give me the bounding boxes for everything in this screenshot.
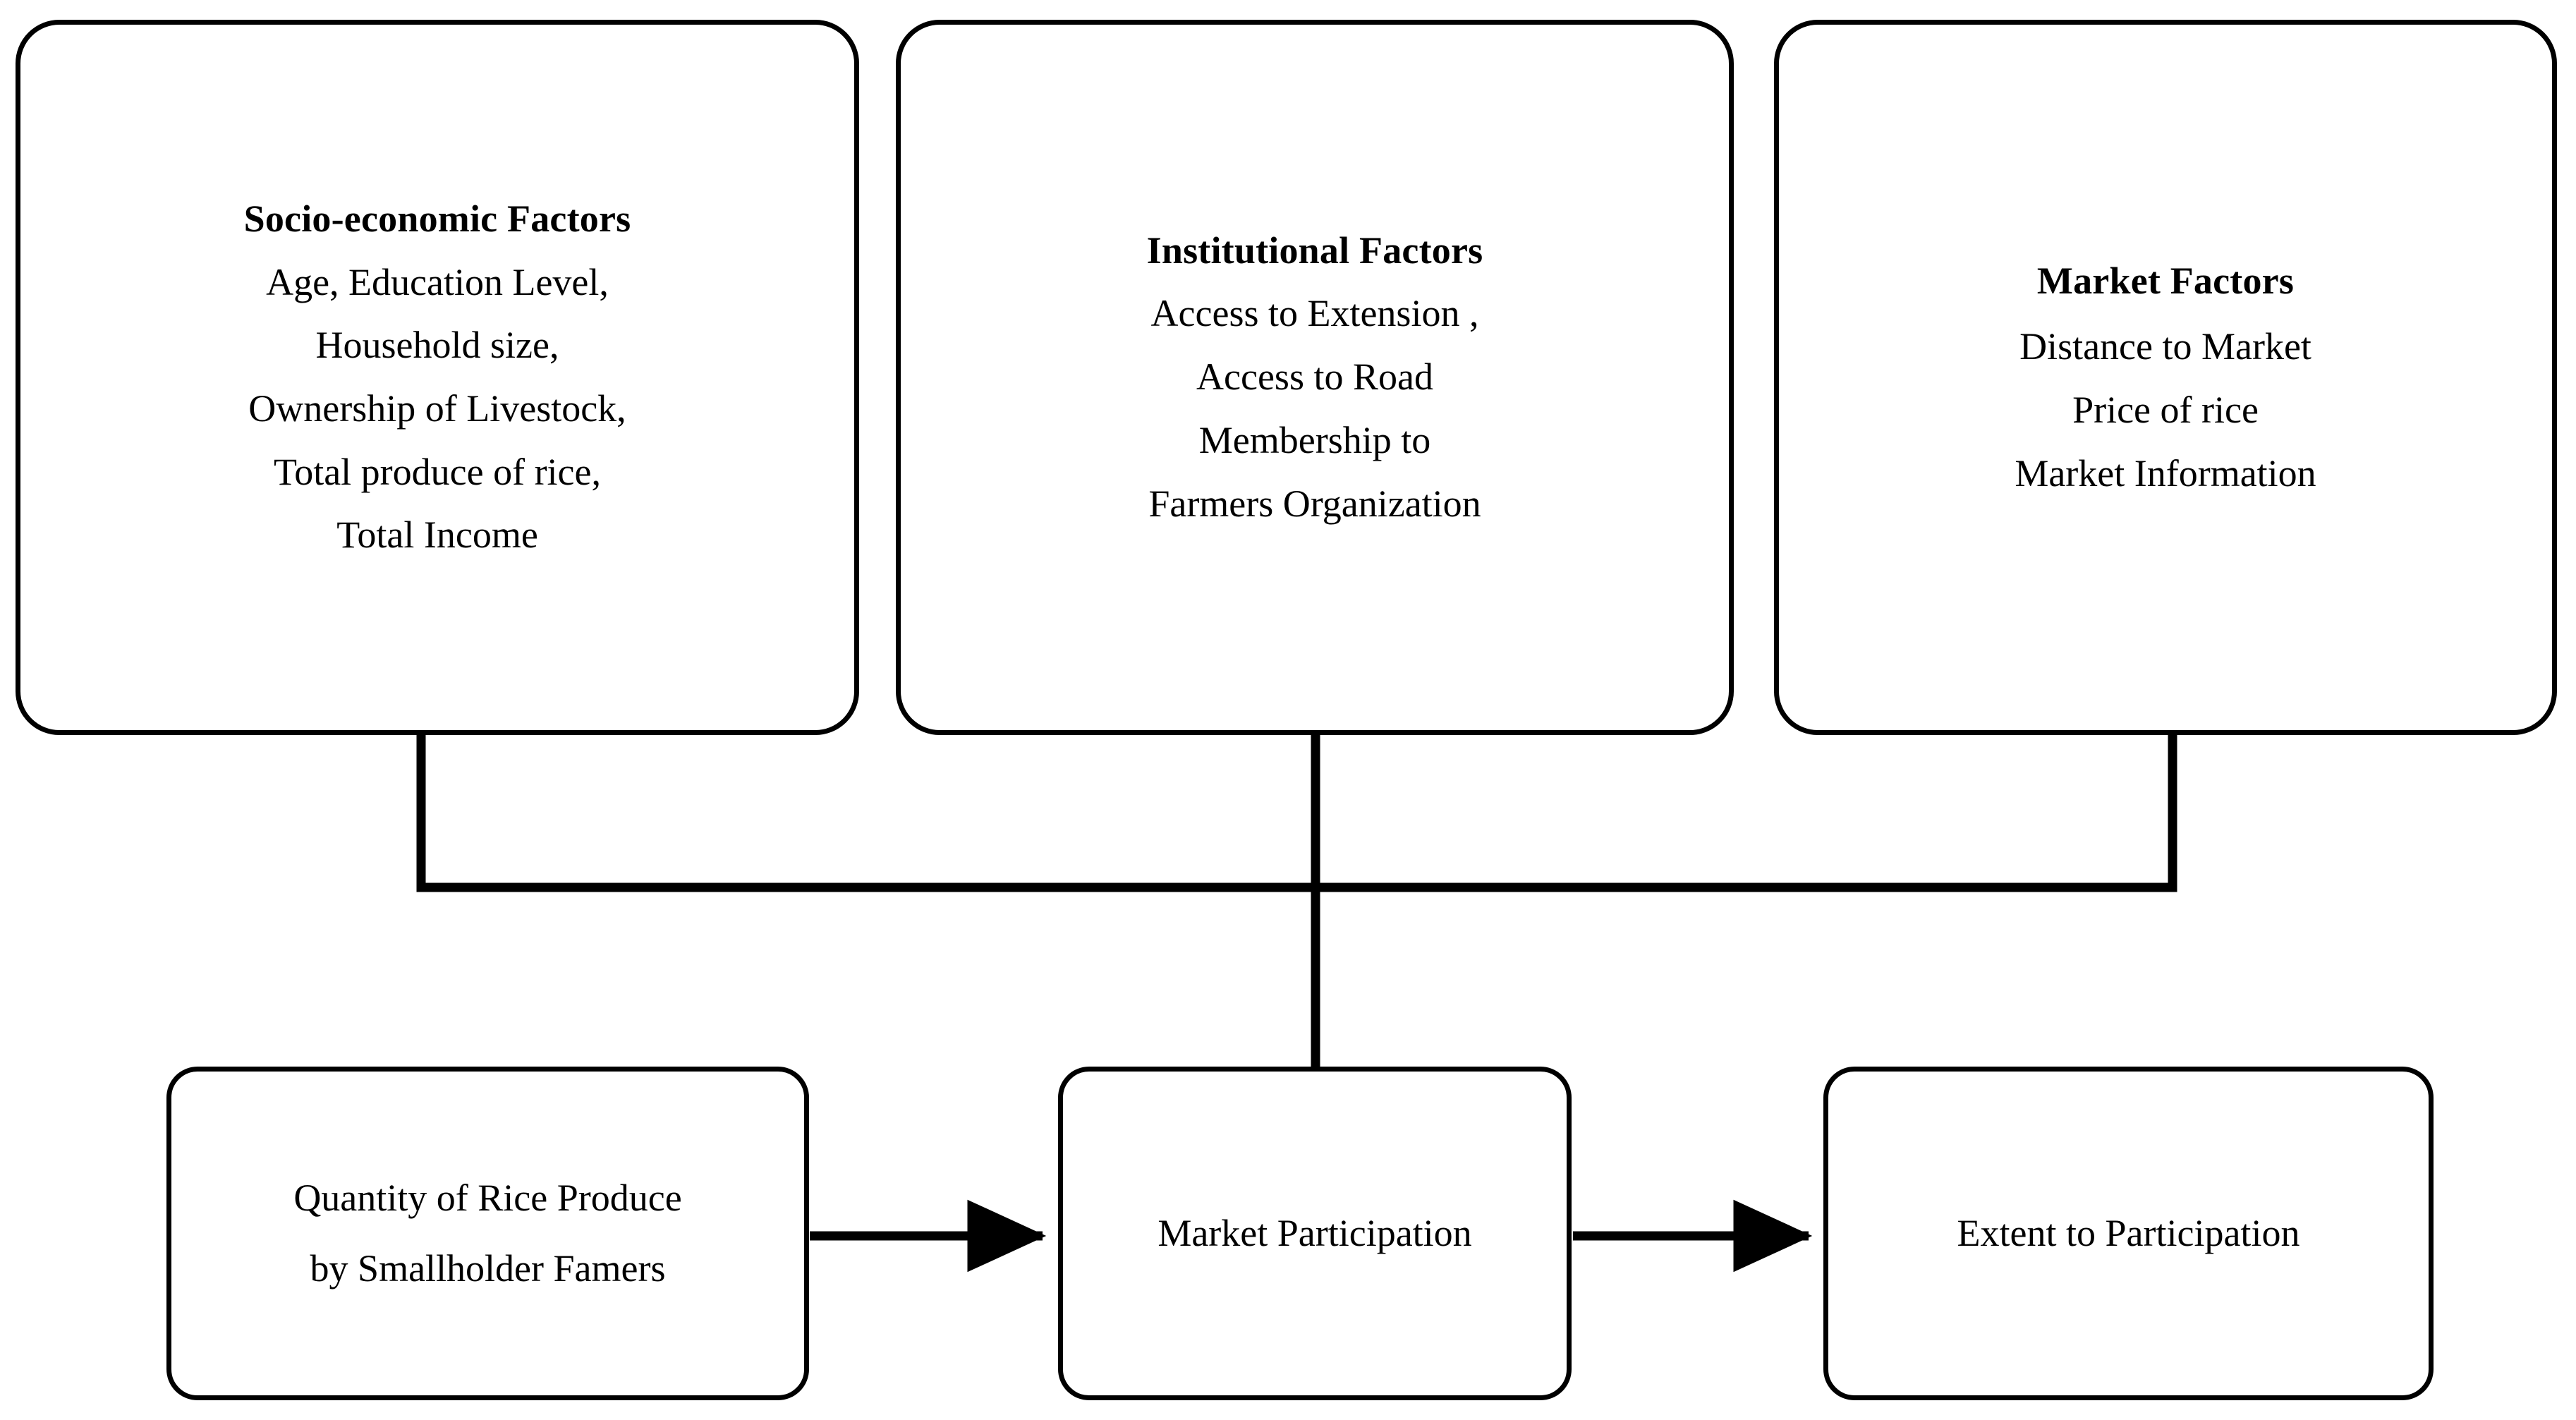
node-extent-to-participation[interactable]: Extent to Participation: [1823, 1067, 2434, 1400]
node-line-socio-4: Total produce of rice,: [273, 450, 601, 493]
node-institutional-factors[interactable]: Institutional Factors Access to Extensio…: [896, 20, 1734, 735]
connector-market-to-bus: [1316, 735, 2177, 892]
node-line-socio-5: Total Income: [336, 514, 538, 557]
node-line-market-2: Price of rice: [2072, 389, 2259, 431]
connector-socio-to-bus: [416, 735, 1316, 892]
node-market-participation[interactable]: Market Participation: [1058, 1067, 1572, 1400]
node-line-extent-to-participation: Extent to Participation: [1957, 1211, 2300, 1254]
node-line-institutional-1: Access to Extension ,: [1150, 292, 1479, 335]
node-title-market-factors: Market Factors: [2036, 259, 2295, 302]
node-title-socio-economic-factors: Socio-economic Factors: [243, 197, 631, 240]
node-title-institutional-factors: Institutional Factors: [1146, 229, 1483, 272]
node-line-quantity-2: by Smallholder Famers: [310, 1246, 666, 1289]
node-line-market-1: Distance to Market: [2019, 325, 2311, 368]
node-market-factors[interactable]: Market Factors Distance to Market Price …: [1774, 20, 2557, 735]
node-line-quantity-1: Quantity of Rice Produce: [293, 1176, 682, 1219]
node-line-socio-3: Ownership of Livestock,: [248, 387, 626, 430]
node-line-socio-2: Household size,: [315, 324, 559, 367]
node-line-market-3: Market Information: [2015, 451, 2316, 494]
node-line-institutional-3: Membership to: [1198, 418, 1431, 461]
node-line-market-participation: Market Participation: [1158, 1211, 1472, 1254]
node-line-institutional-4: Farmers Organization: [1148, 482, 1481, 525]
node-quantity-of-rice-produce[interactable]: Quantity of Rice Produce by Smallholder …: [166, 1067, 809, 1400]
node-socio-economic-factors[interactable]: Socio-economic Factors Age, Education Le…: [16, 20, 859, 735]
node-line-institutional-2: Access to Road: [1196, 356, 1433, 399]
node-line-socio-1: Age, Education Level,: [266, 260, 609, 303]
